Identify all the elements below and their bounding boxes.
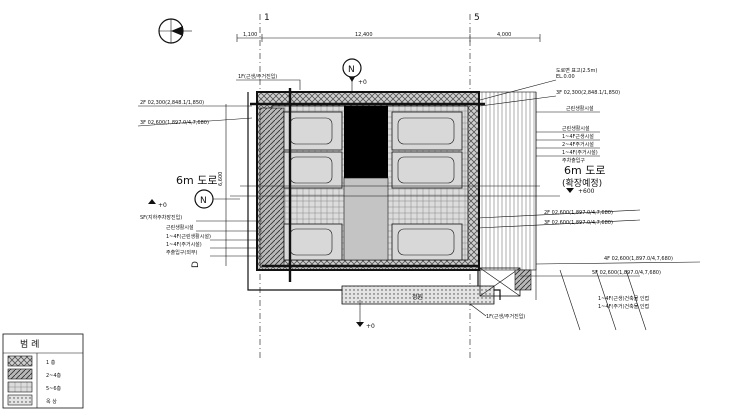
north-label: N	[348, 65, 355, 75]
right-note-12: 4F 02,600(1,897.0/4,7,680)	[604, 256, 673, 262]
vertical-dimension: 6,600	[218, 172, 224, 186]
structural-lines	[230, 88, 560, 282]
right-note-13: 5F 02,600(1,897.0/4,7,680)	[592, 270, 661, 276]
level-east: +600	[578, 188, 595, 195]
legend-swatch-1	[7, 355, 33, 367]
bottom-note-3: 1F(근생/주거진입)	[486, 313, 525, 320]
west-road: 6m 도로 6,600 N +0 D	[148, 104, 240, 268]
bottom-note-2: 1~4F(주거)건축물 인접	[598, 303, 649, 310]
stair-core	[344, 106, 388, 178]
compass-icon	[158, 18, 192, 44]
legend-swatch-2	[7, 368, 33, 380]
dimension-right: 4,000	[497, 32, 511, 38]
drive-aisle	[343, 177, 389, 261]
east-road: 6m 도로 (확장예정) +600	[562, 164, 605, 195]
level-marker-top: N +0	[342, 58, 367, 92]
garden-label: 정원	[412, 293, 423, 301]
dimension-left: 1,100	[243, 32, 257, 38]
right-notes: 도로면 표고(2.5m) EL.0.00 3F 02,300(2,848.1/1…	[477, 67, 701, 277]
legend-item-4: 옥 상	[46, 398, 57, 405]
level-marker-bottom: +0	[356, 300, 375, 330]
east-road-strip	[477, 91, 537, 271]
top-note-text: 1F(근생/주거진입)	[238, 73, 277, 80]
level-top: +0	[358, 79, 367, 86]
top-note: 1F(근생/주거진입)	[236, 73, 301, 90]
right-note-2: EL.0.00	[556, 74, 575, 80]
right-note-8: 1~4F(주거시설)	[562, 149, 598, 156]
right-note-4: 근린생활시설	[566, 105, 594, 112]
dimension-center: 12,400	[355, 32, 373, 38]
west-wall-zone	[259, 107, 285, 267]
left-legend-note-1: SF(지하주차장진입)	[140, 214, 182, 221]
left-legend-note-2: 근린생활시설	[166, 224, 194, 231]
left-note-2: 3F 02,600(1,897.0/4,7,680)	[140, 120, 209, 126]
bottom-notes: 1~4F(근생)건축물 인접 1~4F(주거)건축물 인접 1F(근생/주거진입…	[469, 269, 649, 331]
level-west: +0	[158, 202, 167, 209]
right-note-5: 근린생활시설	[562, 125, 590, 132]
dimension-top: 1,100 12,400 4,000	[236, 32, 541, 42]
left-notes: 2F 02,300(2,848.1/1,850) 3F 02,600(1,897…	[137, 100, 262, 257]
east-road-title: 6m 도로	[564, 164, 605, 177]
left-note-1: 2F 02,300(2,848.1/1,850)	[140, 100, 204, 106]
left-legend-note-4: 1~4F(주거시설)	[166, 241, 202, 248]
grid-label-right: 5	[474, 13, 480, 23]
west-marker-label: N	[200, 196, 207, 206]
garden-bar	[341, 285, 495, 305]
legend-item-3: 5~6층	[46, 385, 62, 392]
legend-item-1: 1 층	[46, 359, 56, 366]
east-road-subtitle: (확장예정)	[562, 177, 602, 189]
right-note-3: 3F 02,300(2,848.1/1,850)	[556, 90, 620, 96]
west-road-title: 6m 도로	[176, 174, 217, 187]
legend-item-2: 2~4층	[46, 372, 62, 379]
grid-label-left: 1	[264, 13, 270, 23]
right-note-6: 1~4F근생시설	[562, 133, 594, 140]
legend: 범 례 1 층 2~4층 5~6층 옥 상	[2, 333, 84, 409]
left-legend-note-3: 1~4F(근린생활시설)	[166, 233, 211, 240]
left-legend-note-5: 주출입구(외부)	[166, 249, 198, 256]
right-note-9: 주차출입구	[562, 157, 585, 164]
level-bottom: +0	[366, 323, 375, 330]
right-note-7: 2~4F주거시설	[562, 141, 594, 148]
right-note-1: 도로면 표고(2.5m)	[556, 67, 597, 74]
bottom-note-1: 1~4F(근생)건축물 인접	[598, 295, 649, 302]
legend-swatch-3	[7, 381, 33, 393]
legend-title: 범 례	[20, 339, 39, 350]
svg-text:D: D	[191, 261, 201, 268]
legend-swatch-4	[7, 394, 33, 406]
